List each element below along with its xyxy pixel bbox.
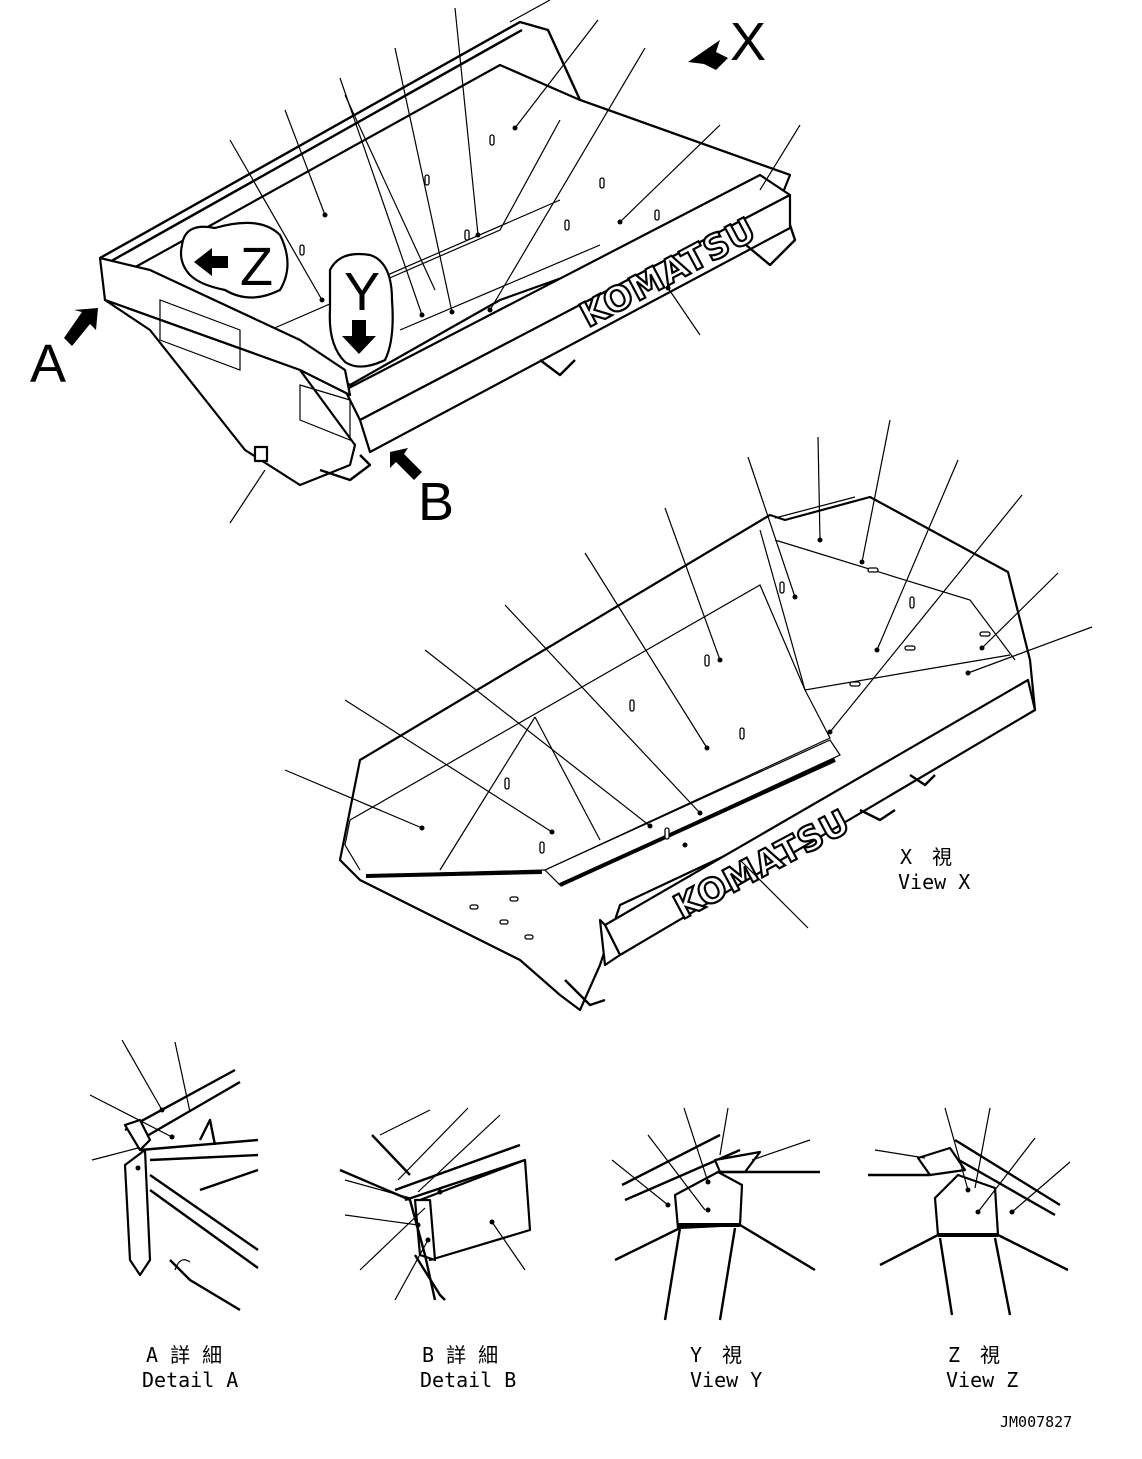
marker-x: X	[730, 12, 766, 72]
caption-view-y-jp: Y 視	[690, 1343, 742, 1367]
arrow-x-icon	[688, 40, 728, 70]
marker-y: Y	[344, 262, 380, 322]
leader-lines-detail-b	[344, 1107, 526, 1301]
drawing-code: JM007827	[1000, 1413, 1072, 1431]
caption-detail-a-en: Detail A	[142, 1368, 238, 1392]
caption-view-y-en: View Y	[690, 1368, 762, 1392]
marker-b: B	[418, 472, 454, 532]
leader-lines-view-x	[284, 419, 1093, 929]
slots-top	[299, 134, 660, 256]
leader-lines-top	[229, 0, 801, 524]
caption-view-z-jp: Z 視	[948, 1343, 1000, 1367]
leader-lines-detail-a	[89, 1039, 191, 1161]
arrow-b-icon	[390, 448, 422, 480]
caption-view-z-en: View Z	[946, 1368, 1018, 1392]
detail-a: A 詳 細 Detail A	[89, 1039, 259, 1392]
label-dots-view-x	[419, 537, 985, 848]
marker-z: Z	[240, 237, 273, 297]
arrow-y-icon	[342, 320, 376, 354]
detail-b: B 詳 細 Detail B	[339, 1107, 532, 1392]
caption-detail-b-en: Detail B	[420, 1368, 516, 1392]
leader-lines-view-z	[874, 1107, 1071, 1213]
dump-body-view-x: KOMATSU	[284, 419, 1093, 1012]
caption-detail-a-jp: A 詳 細	[146, 1343, 222, 1367]
slots-view-x	[469, 567, 991, 940]
view-z: Z 視 View Z	[868, 1107, 1071, 1392]
view-z-balloon	[179, 221, 289, 299]
caption-view-x-en: View X	[898, 870, 970, 894]
marker-a: A	[30, 334, 66, 394]
view-y: Y 視 View Y	[611, 1107, 820, 1392]
label-dots-top	[319, 125, 671, 318]
arrow-a-icon	[64, 308, 98, 346]
arrow-z-icon	[194, 248, 228, 276]
caption-view-x-jp: X 視	[900, 845, 952, 869]
leader-lines-view-y	[611, 1107, 811, 1211]
caption-detail-b-jp: B 詳 細	[422, 1343, 498, 1367]
dump-body-rear-view: KOMATSU Z Y	[30, 0, 801, 532]
